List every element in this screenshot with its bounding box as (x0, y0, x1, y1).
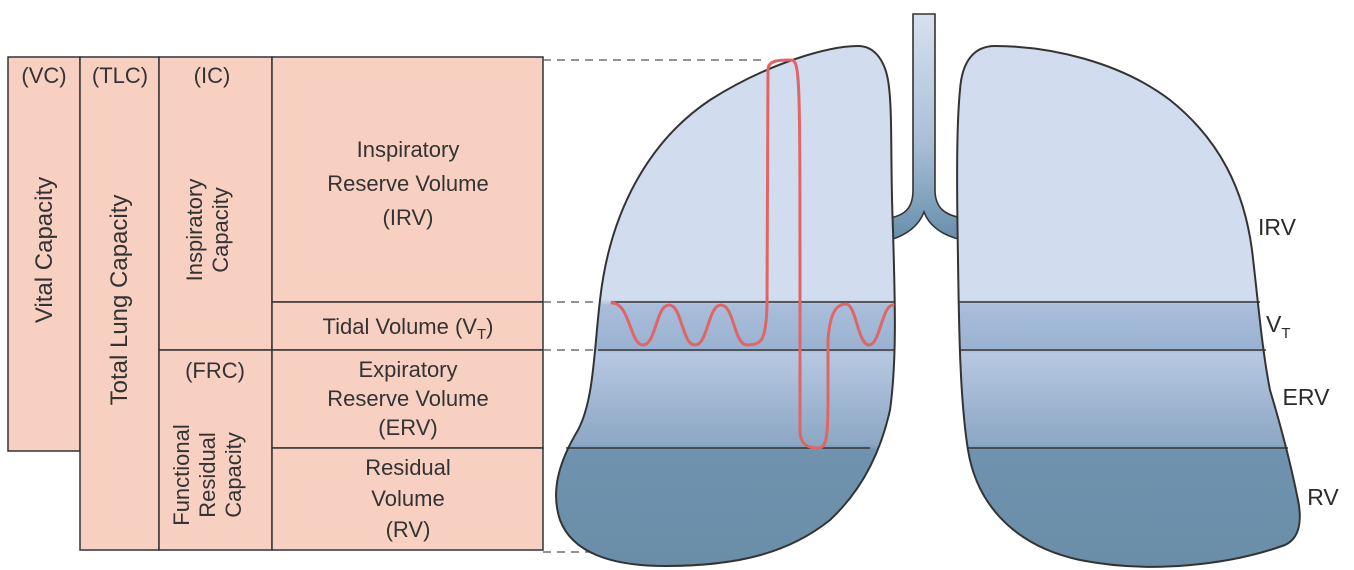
inspiratory-capacity-label-line1: Inspiratory (182, 179, 207, 282)
side-label-erv: ERV (1283, 384, 1331, 410)
side-label-vt: VT (1266, 311, 1291, 342)
side-label-irv: IRV (1258, 214, 1297, 240)
volumes-table: (VC) (TLC) (IC) (FRC) Vital Capacity Tot… (8, 57, 543, 550)
right-lung (957, 46, 1300, 567)
inspiratory-capacity-label-line2: Capacity (208, 187, 233, 273)
irv-label-line3: (IRV) (383, 205, 434, 230)
frc-label-line1: Functional (169, 424, 194, 526)
irv-label-line2: Reserve Volume (327, 171, 488, 196)
tlc-abbreviation: (TLC) (92, 63, 148, 88)
frc-abbreviation: (FRC) (185, 358, 245, 383)
erv-label-line3: (ERV) (378, 415, 438, 440)
erv-label-line2: Reserve Volume (327, 386, 488, 411)
erv-label-line1: Expiratory (358, 357, 457, 382)
rv-label-line3: (RV) (386, 517, 431, 542)
frc-label-line2: Residual (195, 432, 220, 518)
vital-capacity-label: Vital Capacity (31, 177, 58, 323)
rv-label-line2: Volume (371, 486, 444, 511)
frc-label-line3: Capacity (221, 432, 246, 518)
ic-abbreviation: (IC) (194, 63, 231, 88)
rv-label-line1: Residual (365, 455, 451, 480)
tidal-volume-label: Tidal Volume (VT) (323, 314, 494, 343)
vc-abbreviation: (VC) (21, 63, 66, 88)
total-lung-capacity-label: Total Lung Capacity (106, 195, 133, 406)
irv-label-line1: Inspiratory (357, 137, 460, 162)
trachea (890, 14, 962, 240)
side-label-rv: RV (1307, 484, 1339, 510)
